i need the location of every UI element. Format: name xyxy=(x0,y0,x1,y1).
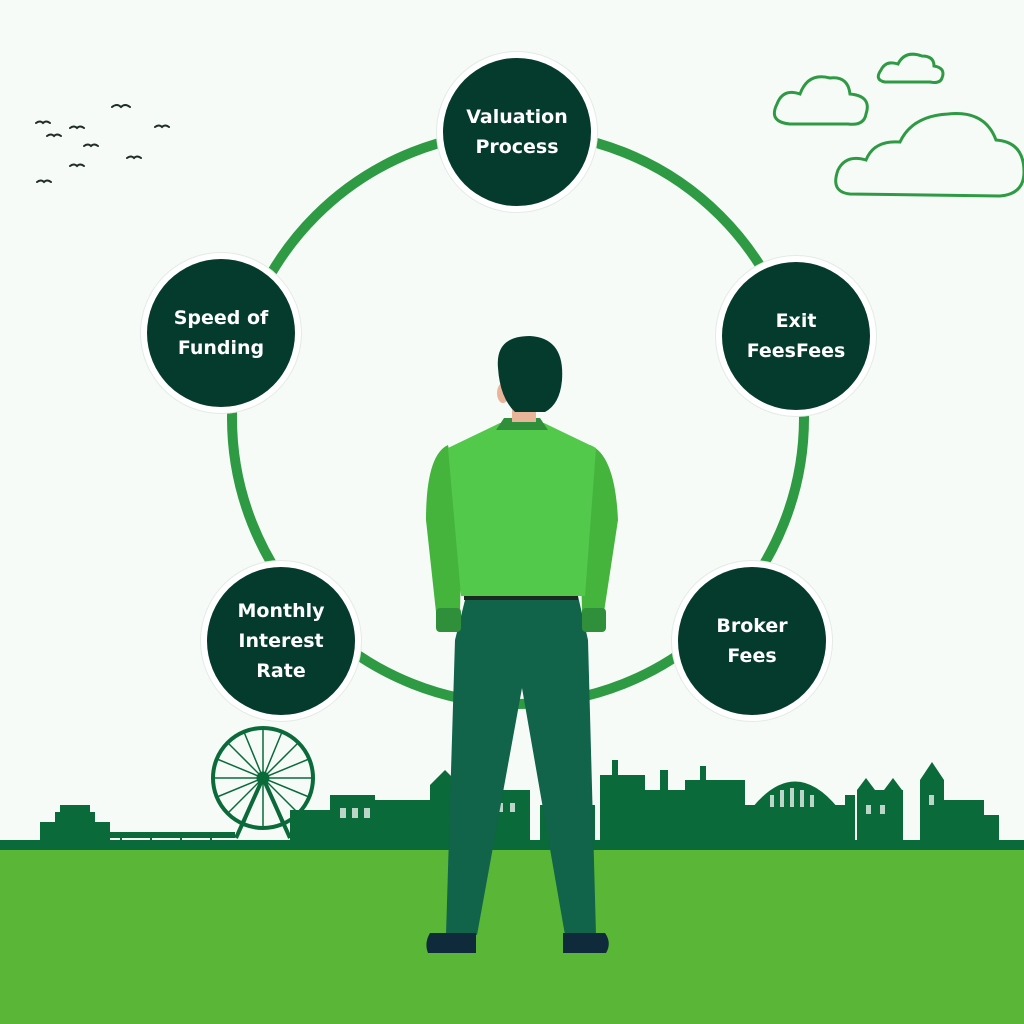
node-label: Exit FeesFees xyxy=(746,310,846,362)
node-broker-fees: Broker Fees xyxy=(678,567,826,715)
node-monthly-interest-rate: Monthly Interest Rate xyxy=(207,567,355,715)
node-label: Monthly Interest Rate xyxy=(237,600,325,682)
node-label: Broker Fees xyxy=(716,615,788,667)
clouds xyxy=(772,52,1024,198)
grass-ground xyxy=(0,846,1024,1024)
node-label: Valuation Process xyxy=(466,106,568,158)
person-figure xyxy=(426,336,618,953)
node-exit-fees: Exit FeesFees xyxy=(722,262,870,410)
ferris-wheel xyxy=(211,726,315,839)
node-speed-of-funding: Speed of Funding xyxy=(147,259,295,407)
node-valuation-process: Valuation Process xyxy=(443,58,591,206)
node-label: Speed of Funding xyxy=(173,307,269,359)
city-skyline xyxy=(0,760,1024,850)
birds-flock xyxy=(35,104,170,184)
